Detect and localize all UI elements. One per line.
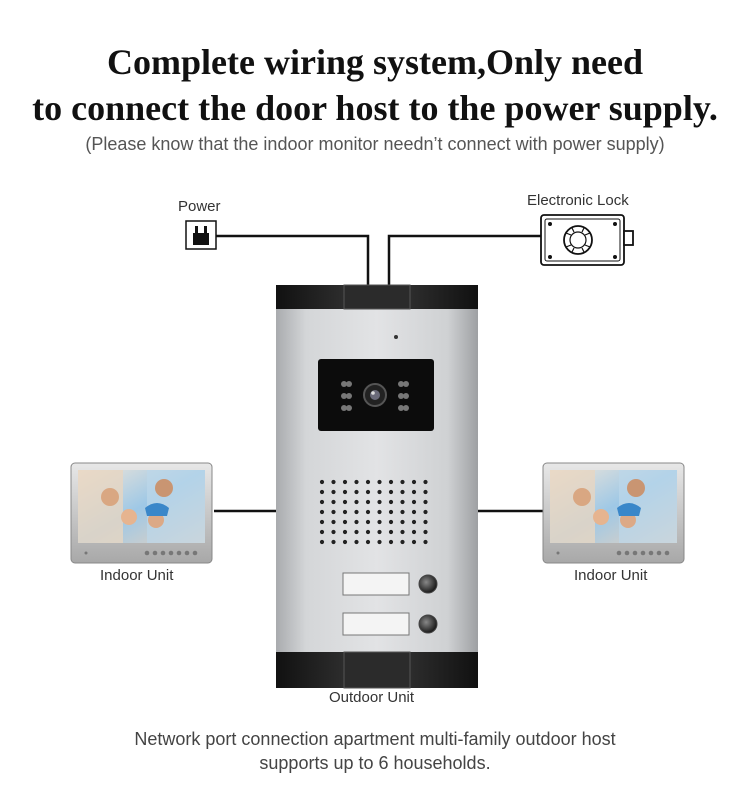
grille-hole bbox=[319, 499, 325, 505]
grille-hole bbox=[377, 509, 382, 515]
call-button-icon[interactable] bbox=[418, 614, 438, 634]
power-label: Power bbox=[178, 198, 221, 215]
grille-hole bbox=[411, 509, 417, 515]
indoor-monitor-right bbox=[542, 462, 685, 564]
grille-hole bbox=[354, 519, 359, 525]
grille-hole bbox=[365, 539, 371, 545]
grille-hole bbox=[411, 529, 417, 535]
grille-hole bbox=[423, 479, 428, 485]
grille-hole bbox=[331, 529, 336, 535]
grille-hole bbox=[423, 529, 428, 535]
grille-hole bbox=[400, 519, 405, 525]
grille-hole bbox=[400, 539, 405, 545]
grille-hole bbox=[377, 479, 382, 485]
grille-hole bbox=[354, 529, 359, 535]
grille-hole bbox=[342, 529, 348, 535]
grille-hole bbox=[400, 499, 405, 505]
speaker-grille bbox=[319, 479, 428, 545]
grille-hole bbox=[354, 509, 359, 515]
grille-hole bbox=[411, 539, 417, 545]
grille-hole bbox=[365, 489, 371, 495]
grille-hole bbox=[365, 519, 371, 525]
lock-wire bbox=[387, 234, 541, 285]
call-button-icon[interactable] bbox=[418, 574, 438, 594]
grille-hole bbox=[342, 539, 348, 545]
indoor-monitor-left bbox=[70, 462, 213, 564]
power-note: (Please know that the indoor monitor nee… bbox=[85, 134, 665, 154]
grille-hole bbox=[388, 509, 394, 515]
grille-hole bbox=[331, 499, 336, 505]
grille-hole bbox=[411, 499, 417, 505]
grille-hole bbox=[411, 519, 417, 525]
grille-hole bbox=[423, 499, 428, 505]
outdoor-unit bbox=[276, 284, 478, 689]
grille-hole bbox=[319, 519, 325, 525]
grille-hole bbox=[331, 489, 336, 495]
grille-hole bbox=[423, 519, 428, 525]
grille-hole bbox=[377, 529, 382, 535]
grille-hole bbox=[388, 519, 394, 525]
caption-line-1: Network port connection apartment multi-… bbox=[134, 729, 616, 749]
grille-hole bbox=[377, 539, 382, 545]
name-plate-2 bbox=[342, 612, 410, 636]
grille-hole bbox=[342, 479, 348, 485]
wires bbox=[214, 234, 543, 513]
grille-hole bbox=[411, 479, 417, 485]
grille-hole bbox=[319, 489, 325, 495]
grille-hole bbox=[342, 499, 348, 505]
caption-line-2: supports up to 6 households. bbox=[259, 753, 491, 773]
grille-hole bbox=[331, 539, 336, 545]
grille-hole bbox=[342, 509, 348, 515]
grille-hole bbox=[388, 489, 394, 495]
grille-hole bbox=[319, 539, 325, 545]
grille-hole bbox=[365, 529, 371, 535]
grille-hole bbox=[365, 479, 371, 485]
grille-hole bbox=[377, 519, 382, 525]
grille-hole bbox=[354, 489, 359, 495]
grille-hole bbox=[319, 529, 325, 535]
power-wire bbox=[216, 234, 370, 285]
electronic-lock-icon bbox=[540, 214, 634, 266]
grille-hole bbox=[388, 539, 394, 545]
grille-hole bbox=[354, 499, 359, 505]
grille-hole bbox=[388, 529, 394, 535]
camera-lens-icon bbox=[318, 359, 434, 431]
grille-hole bbox=[388, 499, 394, 505]
outdoor-unit-label: Outdoor Unit bbox=[329, 689, 415, 706]
grille-hole bbox=[342, 519, 348, 525]
grille-hole bbox=[400, 509, 405, 515]
grille-hole bbox=[423, 509, 428, 515]
grille-hole bbox=[319, 479, 325, 485]
grille-hole bbox=[388, 479, 394, 485]
grille-hole bbox=[365, 509, 371, 515]
grille-hole bbox=[377, 489, 382, 495]
grille-hole bbox=[354, 539, 359, 545]
grille-hole bbox=[354, 479, 359, 485]
grille-hole bbox=[319, 509, 325, 515]
grille-hole bbox=[400, 529, 405, 535]
grille-hole bbox=[400, 479, 405, 485]
grille-hole bbox=[331, 479, 336, 485]
grille-hole bbox=[331, 509, 336, 515]
grille-hole bbox=[342, 489, 348, 495]
grille-hole bbox=[423, 539, 428, 545]
electronic-lock-label: Electronic Lock bbox=[527, 192, 629, 209]
power-plug-icon bbox=[185, 220, 217, 250]
indoor-unit-right-label: Indoor Unit bbox=[574, 567, 648, 584]
grille-hole bbox=[423, 489, 428, 495]
headline-line-1: Complete wiring system,Only need bbox=[107, 42, 643, 82]
indoor-unit-left-label: Indoor Unit bbox=[100, 567, 174, 584]
headline-line-2: to connect the door host to the power su… bbox=[32, 88, 718, 128]
grille-hole bbox=[331, 519, 336, 525]
name-plate-1 bbox=[342, 572, 410, 596]
grille-hole bbox=[400, 489, 405, 495]
grille-hole bbox=[365, 499, 371, 505]
grille-hole bbox=[377, 499, 382, 505]
grille-hole bbox=[411, 489, 417, 495]
